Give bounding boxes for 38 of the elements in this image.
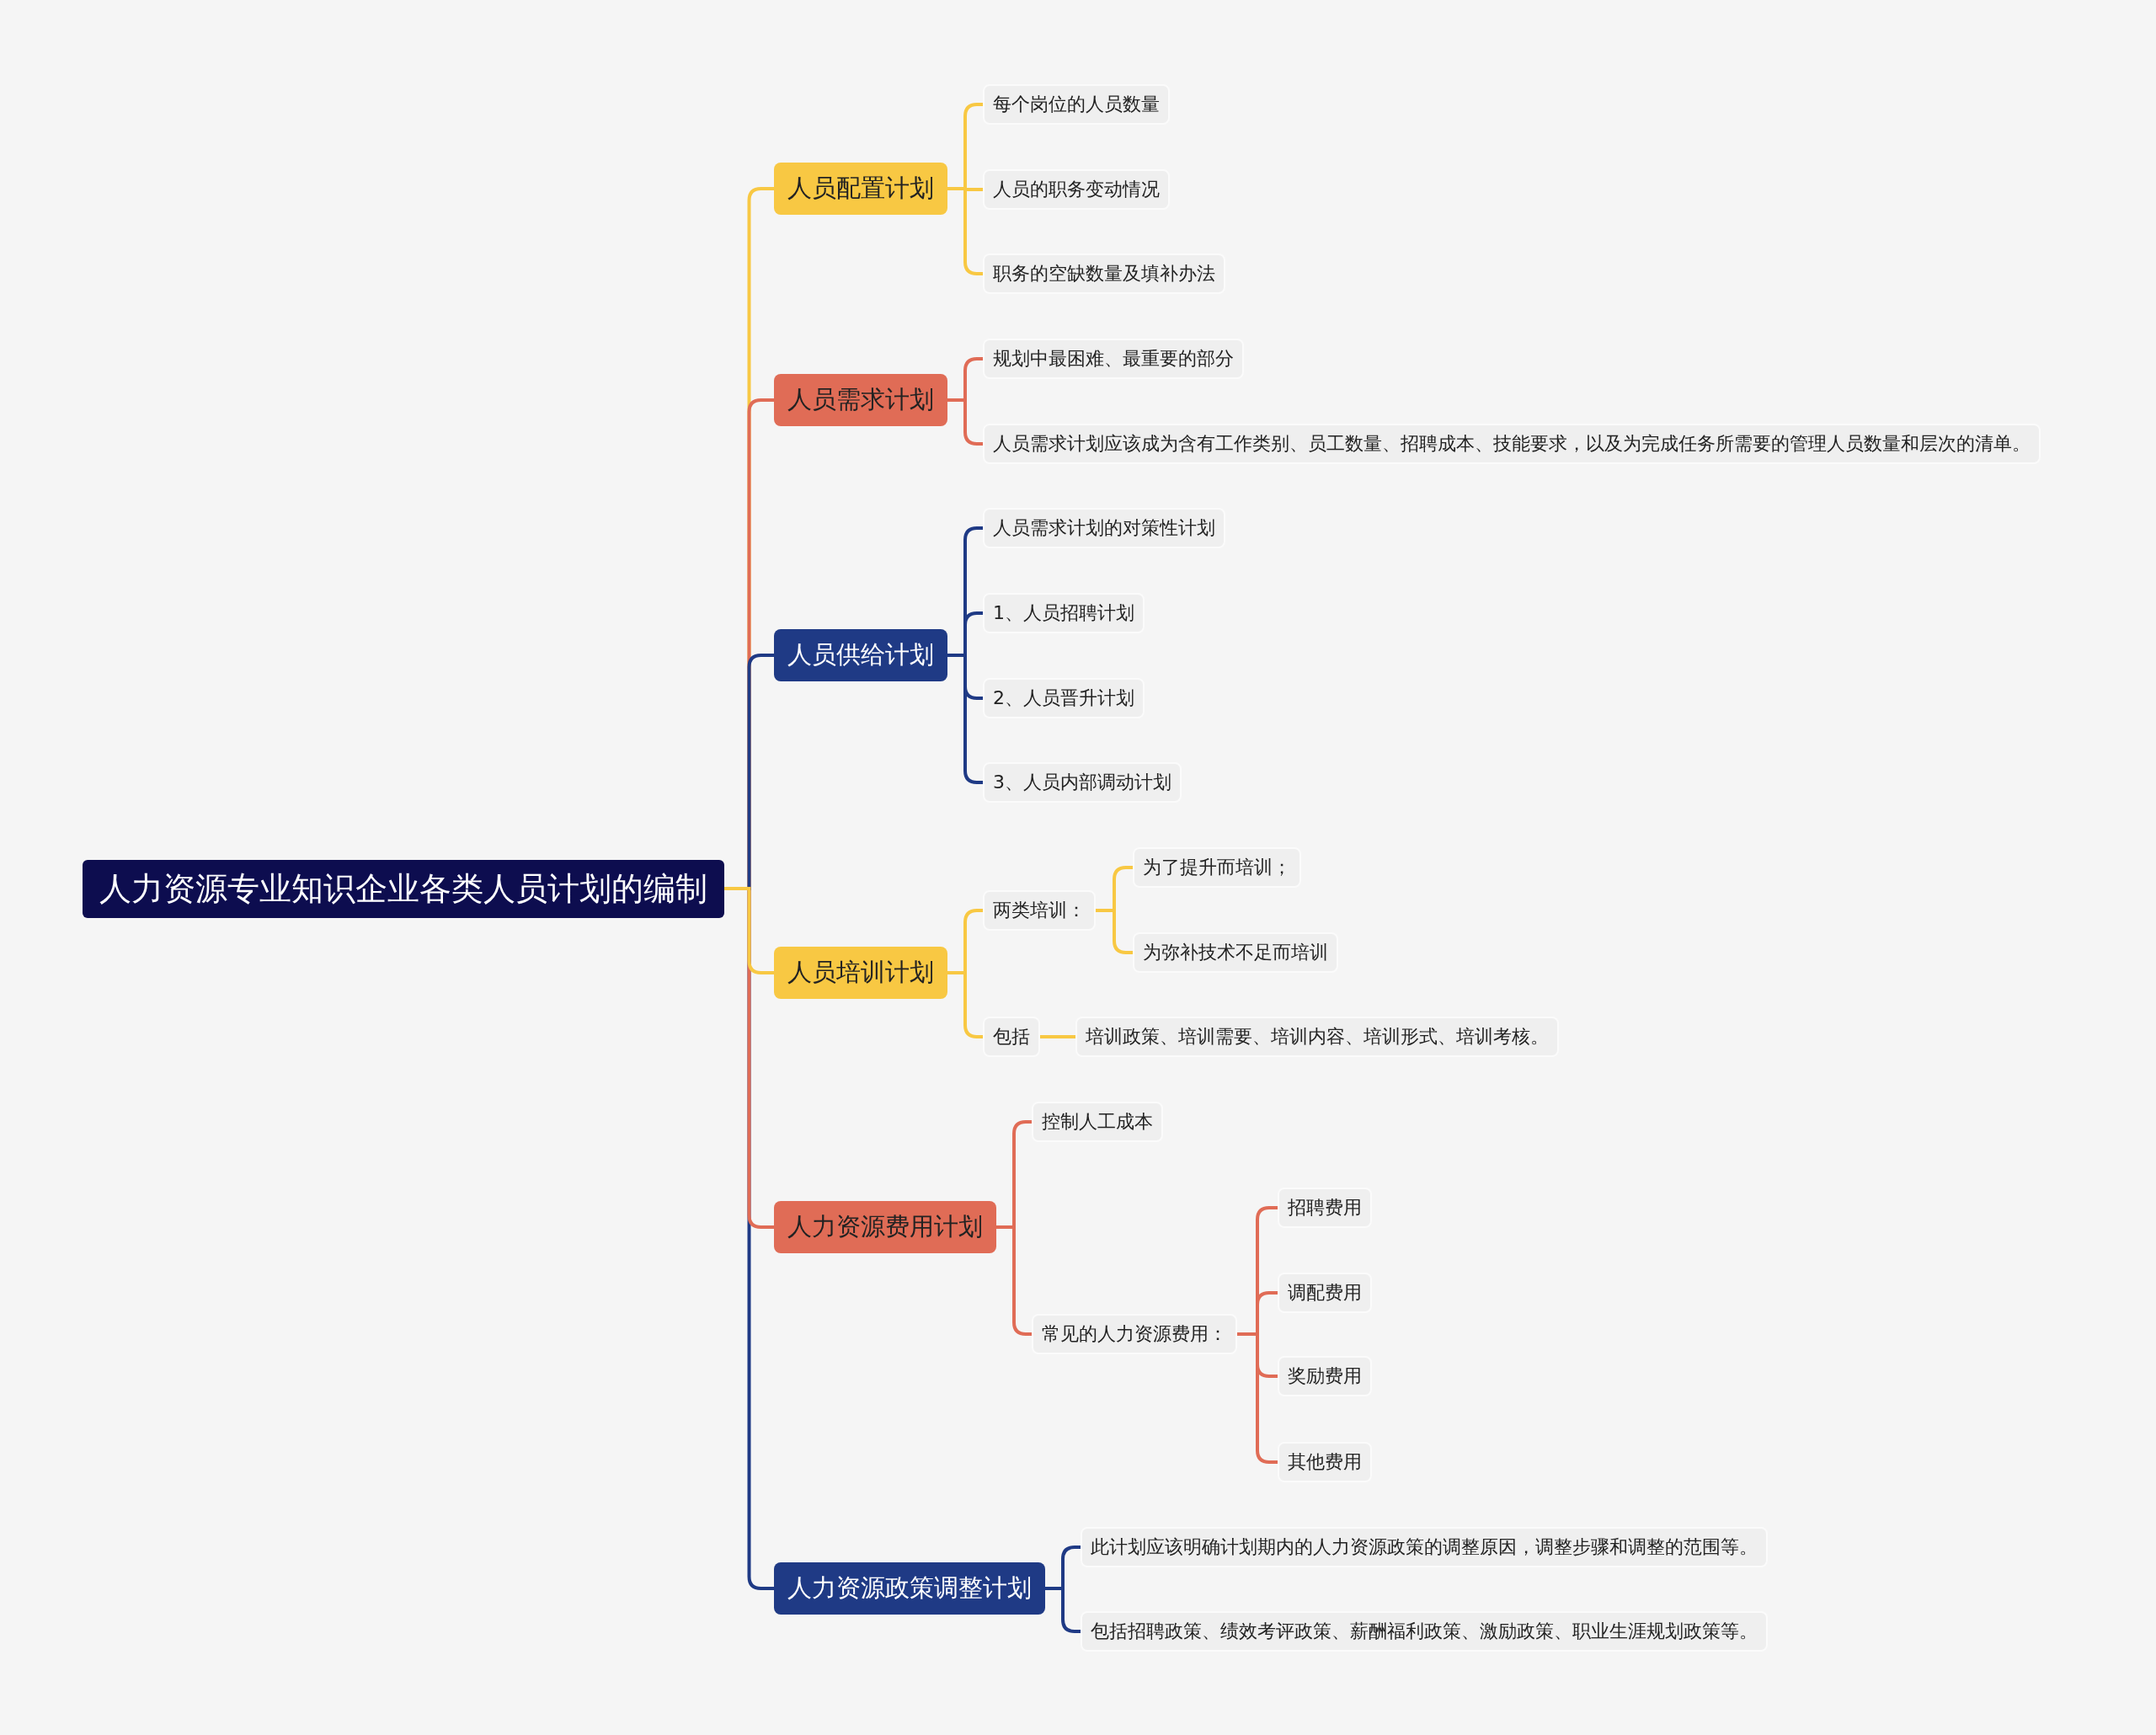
subtopic-box: 规划中最困难、最重要的部分 xyxy=(983,338,1244,380)
connector-line xyxy=(1045,1545,1081,1590)
subtopic-box: 人员的职务变动情况 xyxy=(983,168,1170,211)
connector-line xyxy=(1040,1035,1075,1038)
connector-line xyxy=(947,357,983,402)
branch-topic-box: 人员需求计划 xyxy=(774,374,947,426)
subtopic-box: 包括招聘政策、绩效考评政策、薪酬福利政策、激励政策、职业生涯规划政策等。 xyxy=(1081,1610,1768,1652)
subtopic-box: 控制人工成本 xyxy=(1032,1101,1163,1143)
root-topic-box: 人力资源专业知识企业各类人员计划的编制 xyxy=(83,859,724,918)
subtopic-box: 调配费用 xyxy=(1278,1272,1372,1314)
subtopic-box: 奖励费用 xyxy=(1278,1355,1372,1397)
connector-line xyxy=(947,909,983,974)
subtopic-box: 常见的人力资源费用： xyxy=(1032,1313,1237,1355)
subtopic-box: 为了提升而培训； xyxy=(1133,846,1301,889)
connector-line xyxy=(947,611,983,657)
branch-topic-box: 人员培训计划 xyxy=(774,947,947,999)
subtopic-box: 为弥补技术不足而培训 xyxy=(1133,932,1338,974)
branch-topic-box: 人力资源政策调整计划 xyxy=(774,1562,1045,1615)
branch-topic-box: 人员供给计划 xyxy=(774,629,947,681)
subtopic-box: 每个岗位的人员数量 xyxy=(983,83,1170,125)
subtopic-box: 其他费用 xyxy=(1278,1441,1372,1483)
branch-topic-box: 人员配置计划 xyxy=(774,163,947,215)
subtopic-box: 人员需求计划应该成为含有工作类别、员工数量、招聘成本、技能要求，以及为完成任务所需要的管理人员数量和层次的清单。 xyxy=(983,423,2041,465)
connector-line xyxy=(996,1120,1032,1229)
connector-line xyxy=(1237,1291,1278,1336)
subtopic-box: 招聘费用 xyxy=(1278,1187,1372,1229)
subtopic-box: 两类培训： xyxy=(983,889,1096,932)
subtopic-box: 职务的空缺数量及填补办法 xyxy=(983,253,1225,295)
subtopic-box: 培训政策、培训需要、培训内容、培训形式、培训考核。 xyxy=(1075,1016,1559,1058)
subtopic-box: 此计划应该明确计划期内的人力资源政策的调整原因，调整步骤和调整的范围等。 xyxy=(1081,1526,1768,1568)
subtopic-box: 2、人员晋升计划 xyxy=(983,677,1145,719)
connector-line xyxy=(724,887,774,974)
subtopic-box: 3、人员内部调动计划 xyxy=(983,761,1182,803)
subtopic-box: 包括 xyxy=(983,1016,1040,1058)
connector-line xyxy=(1096,909,1133,954)
subtopic-box: 人员需求计划的对策性计划 xyxy=(983,507,1225,549)
branch-topic-box: 人力资源费用计划 xyxy=(774,1201,996,1253)
subtopic-box: 1、人员招聘计划 xyxy=(983,592,1145,634)
